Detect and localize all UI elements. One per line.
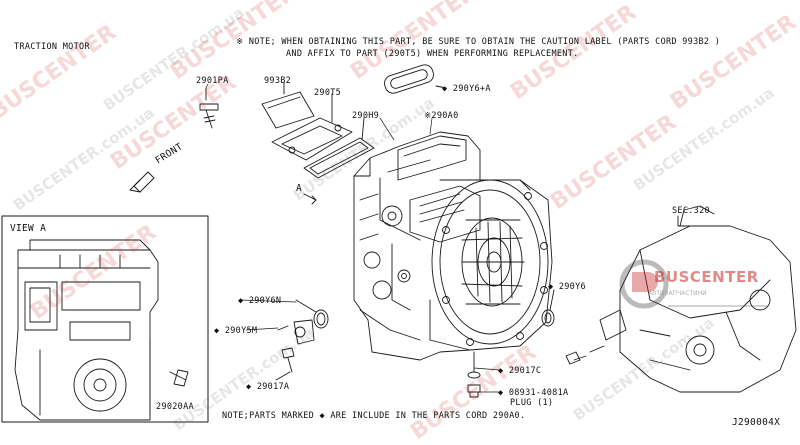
view-a-arrow xyxy=(303,193,317,205)
sec-label[interactable]: SEC.320 xyxy=(672,206,710,216)
label-993B2 xyxy=(261,81,315,129)
buscenter-logo xyxy=(619,259,768,309)
plug-29017C xyxy=(467,351,481,398)
part-label-08931-plug: PLUG (1) xyxy=(510,398,554,408)
part-label-290Y6N[interactable]: ◆ 290Y6N xyxy=(238,296,282,306)
view-a-motor-drawing xyxy=(14,239,189,421)
front-arrow xyxy=(129,171,155,193)
gasket-290H9 xyxy=(303,117,375,179)
part-label-29017C[interactable]: ◆ 29017C xyxy=(498,366,542,376)
note-bottom: NOTE;PARTS MARKED ◆ ARE INCLUDE IN THE P… xyxy=(222,411,526,421)
part-label-2901PA[interactable]: 2901PA xyxy=(196,76,229,86)
part-label-290Y6A[interactable]: ◆ 290Y6+A xyxy=(442,84,491,94)
view-a-pointer-label: A xyxy=(296,183,303,194)
part-label-290A0[interactable]: ※290A0 xyxy=(424,111,459,121)
view-a-frame xyxy=(1,215,209,423)
logo-subtitle: АВТОЗАПЧАСТИНИ xyxy=(648,290,707,297)
part-label-290Y6[interactable]: ◆ 290Y6 xyxy=(548,282,586,292)
note-top-line1: ※ NOTE; WHEN OBTAINING THIS PART, BE SUR… xyxy=(236,37,721,47)
part-label-290Y5M[interactable]: ◆ 290Y5M xyxy=(214,326,258,336)
logo-text: BUSCENTER xyxy=(654,268,759,286)
part-label-993B2[interactable]: 993B2 xyxy=(264,76,292,86)
view-a-label: VIEW A xyxy=(10,223,47,234)
oring-290Y6N xyxy=(295,299,329,329)
oring-290Y6 xyxy=(541,289,555,327)
traction-motor-body xyxy=(353,131,553,361)
seal-290Y6A xyxy=(384,64,447,94)
leader-lines xyxy=(205,83,587,393)
sensor-290Y5M xyxy=(277,319,315,345)
bolt-2901PA xyxy=(199,87,219,129)
part-label-290T5[interactable]: 290T5 xyxy=(314,88,342,98)
transaxle-sec320 xyxy=(565,205,797,393)
part-label-290H9[interactable]: 290H9 xyxy=(352,111,380,121)
part-label-29017A[interactable]: ◆ 29017A xyxy=(246,382,290,392)
part-label-08931[interactable]: ◆ 08931-4081A xyxy=(498,388,569,398)
diagram-id: J290004X xyxy=(732,417,781,428)
note-top-line2: AND AFFIX TO PART (290T5) WHEN PERFORMIN… xyxy=(286,49,579,59)
part-label-29020AA[interactable]: 29020AA xyxy=(156,402,194,412)
bolt-29017A xyxy=(275,347,295,381)
diagram-title: TRACTION MOTOR xyxy=(14,42,90,52)
cover-290T5 xyxy=(271,93,353,161)
